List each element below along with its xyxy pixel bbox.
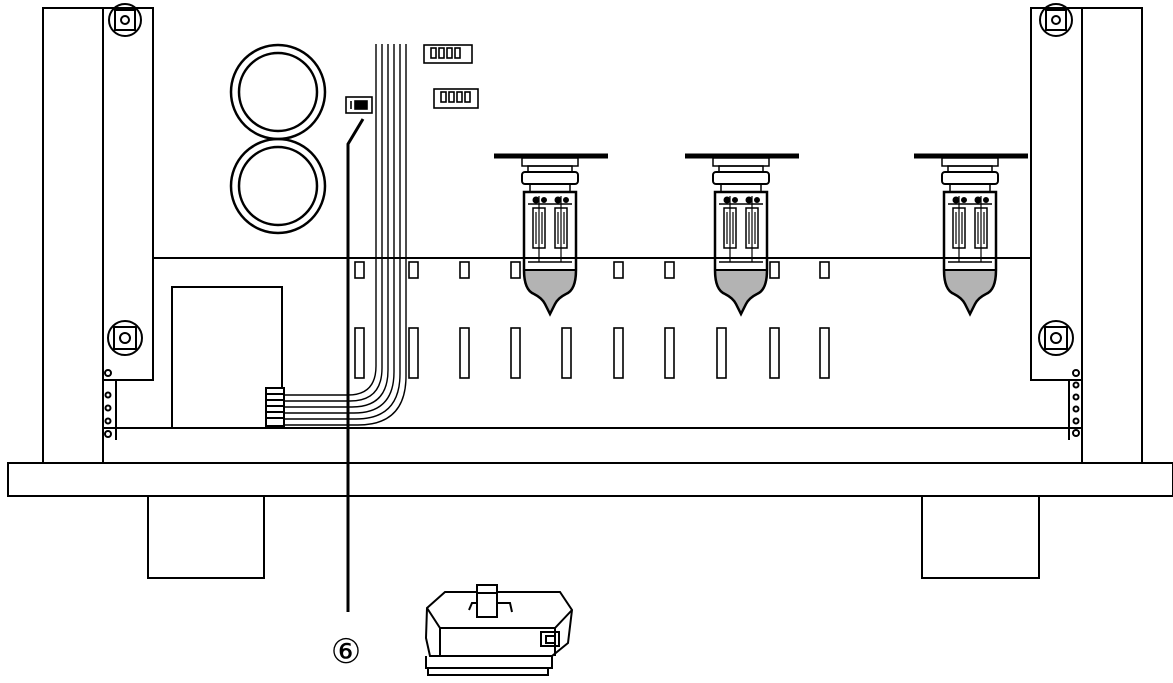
tube-3 — [914, 153, 1028, 317]
left-rack-rail — [42, 3, 154, 464]
tube-1 — [494, 153, 608, 317]
ventilation-slots — [354, 261, 830, 379]
switch — [345, 96, 373, 114]
transformer — [171, 286, 285, 429]
tube-2 — [685, 153, 799, 317]
foot-right — [921, 495, 1040, 579]
callout-label: ⑥ — [331, 632, 361, 672]
callout-leader-line — [346, 118, 365, 612]
foot-left — [147, 495, 265, 579]
switch-detail — [424, 584, 574, 676]
connector-b — [433, 88, 479, 109]
right-rack-rail — [1030, 3, 1143, 464]
wire-bundle — [284, 44, 407, 426]
chassis-base-plate — [7, 462, 1173, 497]
capacitor-bottom — [229, 137, 327, 235]
capacitor-top — [229, 43, 327, 141]
connector-a — [423, 44, 473, 64]
